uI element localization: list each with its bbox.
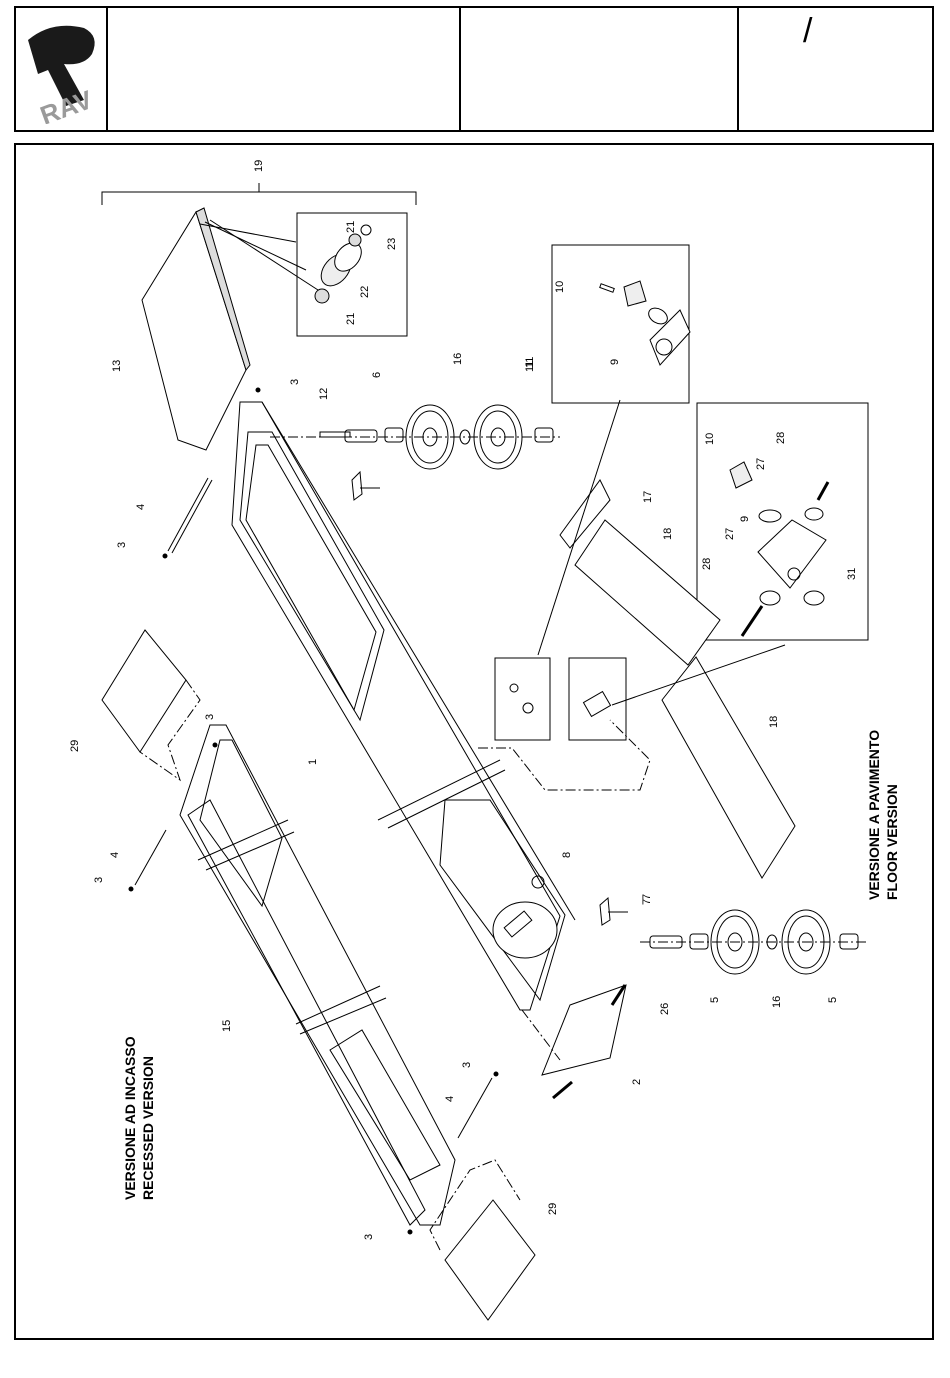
recessed-version-line1: VERSIONE AD INCASSO [122, 1036, 138, 1200]
part-label-23: 23 [386, 238, 398, 250]
part-label-12: 12 [318, 388, 330, 400]
cover-plate-29-bottom [445, 1200, 535, 1320]
floor-plate-18-a [575, 520, 720, 665]
end-cover-2 [542, 985, 626, 1075]
recessed-version-line2: RECESSED VERSION [140, 1056, 156, 1200]
part-label-5: 5 [827, 997, 839, 1003]
part-label-3: 3 [289, 379, 301, 385]
part-label-16: 16 [452, 353, 464, 365]
rod-4-middle [135, 830, 166, 885]
cover-plate-13 [142, 212, 246, 450]
part-label-13: 13 [111, 360, 123, 372]
detail-box-small-a [495, 658, 550, 740]
part-label-2: 2 [631, 1079, 643, 1085]
part-label-21: 21 [345, 221, 357, 233]
part-label-18: 18 [768, 716, 780, 728]
part-label-3: 3 [204, 714, 216, 720]
floor-version-line2: FLOOR VERSION [884, 784, 900, 900]
rod-4-bottom [458, 1078, 492, 1138]
part-label-19: 19 [253, 160, 265, 172]
part-label-27: 27 [755, 458, 767, 470]
part-label-27: 27 [724, 528, 736, 540]
part-label-11: 11 [524, 361, 536, 372]
part-label-8: 8 [561, 852, 573, 858]
part-label-15: 15 [221, 1020, 233, 1032]
part-label-1: 1 [307, 759, 319, 765]
part-label-29: 29 [69, 740, 81, 752]
part-label-4: 4 [109, 852, 121, 858]
part-label-22: 22 [359, 286, 371, 298]
rod-4-top [168, 478, 208, 551]
part-label-4: 4 [135, 504, 147, 510]
floor-version-line1: VERSIONE A PAVIMENTO [866, 730, 882, 900]
part-label-3: 3 [363, 1234, 375, 1240]
part-label-5: 5 [709, 997, 721, 1003]
part-label-3: 3 [93, 877, 105, 883]
part-label-31: 31 [846, 568, 858, 580]
part-label-4: 4 [444, 1096, 456, 1102]
part-label-21: 21 [345, 313, 357, 325]
part-label-29: 29 [547, 1203, 559, 1215]
part-label-9: 9 [609, 359, 621, 365]
part-label-16: 16 [771, 996, 783, 1008]
part-label-6: 6 [371, 372, 383, 378]
part-label-7: 7 [641, 899, 653, 905]
bracket-7-top [352, 472, 362, 500]
part-label-3: 3 [116, 542, 128, 548]
part-label-9: 9 [739, 516, 751, 522]
floor-plate-18-b [662, 657, 795, 878]
part-label-10: 10 [554, 281, 566, 293]
part-label-26: 26 [659, 1003, 671, 1015]
part-label-28: 28 [775, 432, 787, 444]
part-label-3: 3 [461, 1062, 473, 1068]
assembly-bracket-19 [102, 192, 416, 205]
part-label-10: 10 [704, 433, 716, 445]
part-label-17: 17 [642, 491, 654, 503]
cover-plate-29-top [102, 630, 186, 752]
part-label-18: 18 [662, 528, 674, 540]
part-label-28: 28 [701, 558, 713, 570]
